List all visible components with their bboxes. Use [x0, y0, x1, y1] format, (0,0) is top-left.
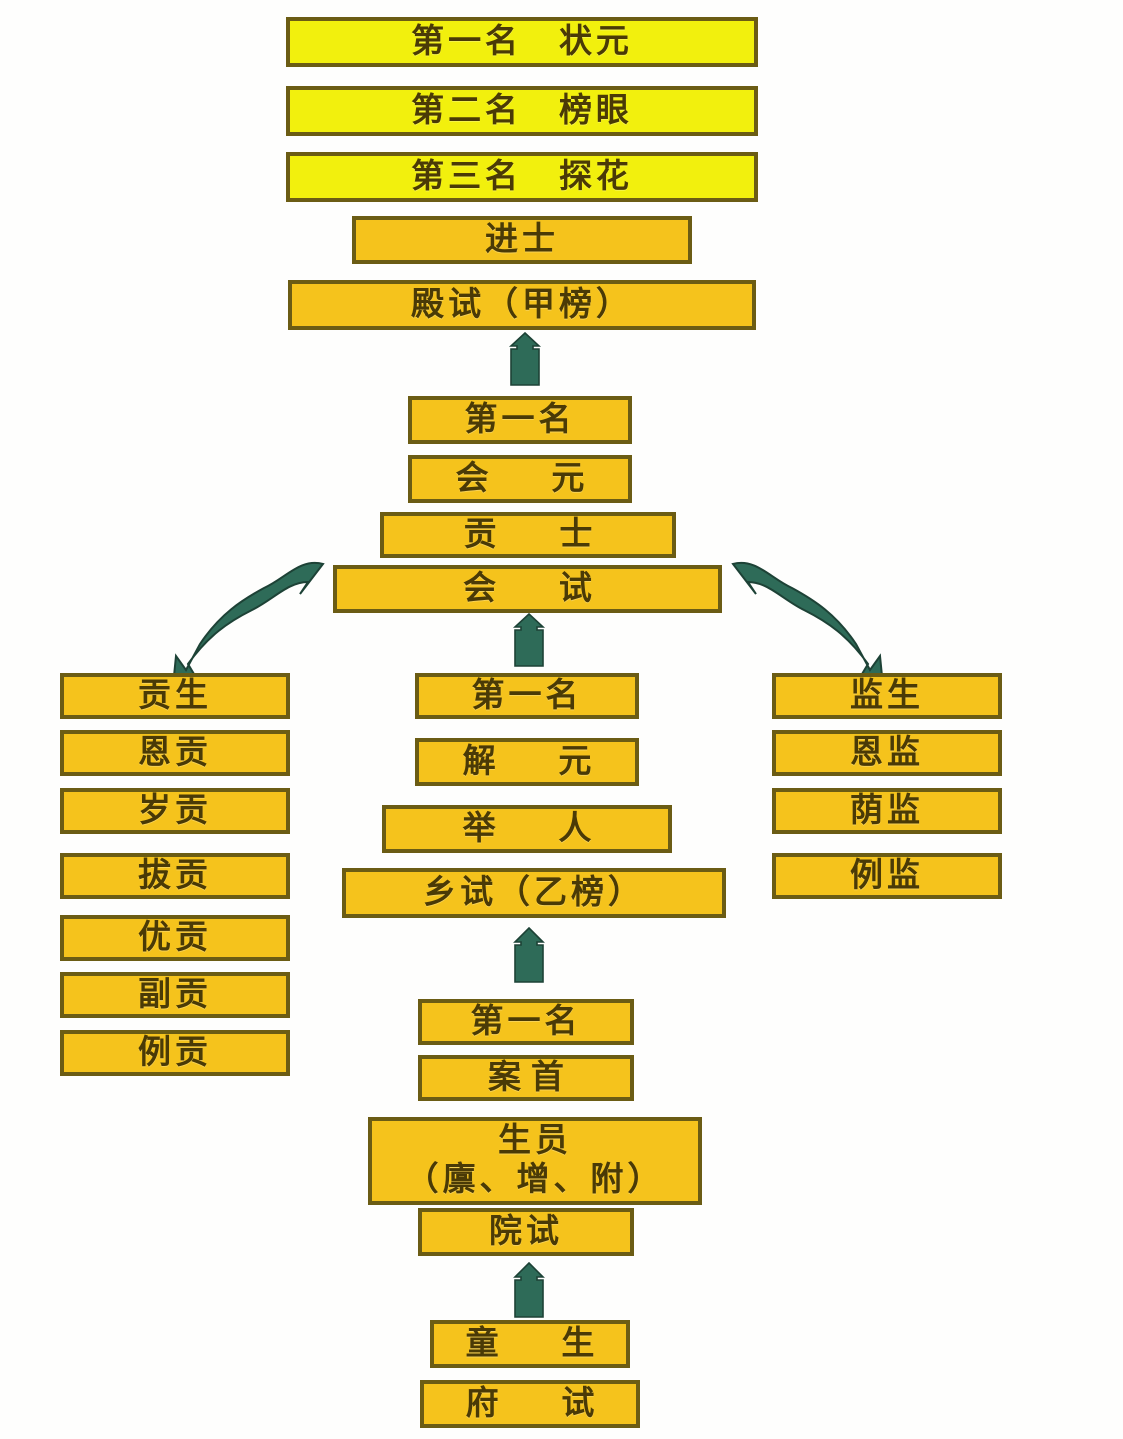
arrow-up-to-xiangshi: [512, 927, 546, 983]
node-jieyuan: 解 元: [415, 738, 639, 786]
node-yuanshi: 院试: [418, 1208, 634, 1256]
node-xiangshi-rank1: 第一名: [415, 673, 639, 719]
node-shengyuan-line1: 生员: [498, 1123, 572, 1160]
node-rank3: 第三名 探花: [286, 152, 758, 202]
node-suigong: 岁贡: [60, 788, 290, 834]
node-yuanshi-rank1: 第一名: [418, 999, 634, 1045]
node-shengyuan: 生员 （廪、增、附）: [368, 1117, 702, 1205]
node-enjian: 恩监: [772, 730, 1002, 776]
node-dianshi: 殿试（甲榜）: [288, 280, 756, 330]
node-engong: 恩贡: [60, 730, 290, 776]
node-gongsheng: 贡生: [60, 673, 290, 719]
node-huiyuan: 会 元: [408, 455, 632, 503]
node-juren: 举 人: [382, 805, 672, 853]
node-fugong: 副贡: [60, 972, 290, 1018]
arrow-up-to-yuanshi: [512, 1262, 546, 1318]
arrow-curve-right-to-huishi: [728, 552, 888, 677]
node-fushi: 府 试: [420, 1380, 640, 1428]
node-ligong: 例贡: [60, 1030, 290, 1076]
arrow-curve-left-to-huishi: [168, 552, 328, 677]
node-anshou: 案首: [418, 1055, 634, 1101]
arrow-up-to-huishi: [512, 613, 546, 667]
node-tongsheng: 童 生: [430, 1320, 630, 1368]
node-huishi: 会 试: [333, 565, 722, 613]
node-shengyuan-line2: （廪、增、附）: [405, 1162, 665, 1198]
node-xiangshi: 乡试（乙榜）: [342, 868, 726, 918]
node-jinshi: 进士: [352, 216, 692, 264]
arrow-up-to-dianshi: [508, 332, 542, 386]
node-rank1: 第一名 状元: [286, 17, 758, 67]
node-gongshi: 贡 士: [380, 512, 676, 558]
node-lijian: 例监: [772, 853, 1002, 899]
node-jiansheng: 监生: [772, 673, 1002, 719]
node-yougong: 优贡: [60, 915, 290, 961]
node-huishi-rank1: 第一名: [408, 396, 632, 444]
node-yinjian: 荫监: [772, 788, 1002, 834]
node-rank2: 第二名 榜眼: [286, 86, 758, 136]
node-bagong: 拔贡: [60, 853, 290, 899]
